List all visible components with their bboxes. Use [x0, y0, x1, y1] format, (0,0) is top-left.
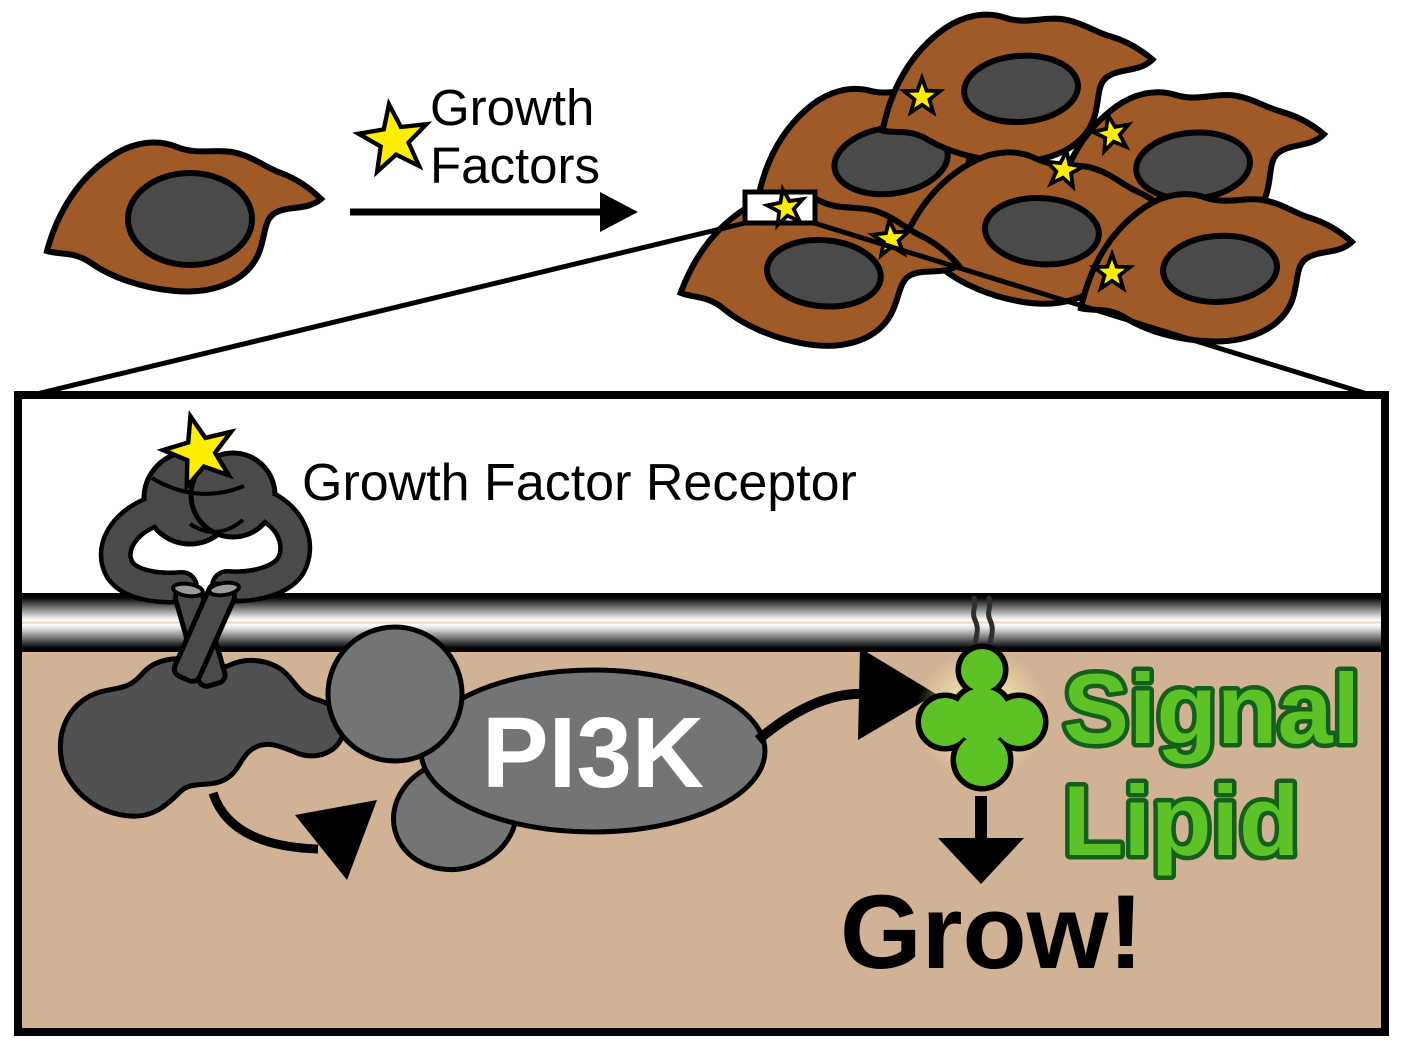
cluster-cell-bottom-middle	[896, 145, 1180, 313]
zoom-callout-line-right	[813, 220, 1378, 400]
cell-cluster	[677, 3, 1357, 357]
cluster-cell-bottom-left	[677, 185, 963, 357]
cluster-cell-nucleus	[1160, 232, 1280, 305]
receptor-lobe-right	[188, 450, 278, 540]
zoom-panel: Growth Factor Receptor PI3K	[14, 391, 1389, 1036]
receptor-label: Growth Factor Receptor	[302, 454, 857, 512]
adaptor-protein-circle	[325, 624, 465, 764]
signal-lipid-label-line1: Signal	[1063, 653, 1360, 764]
growth-factors-legend: Growth Factors	[355, 79, 600, 194]
receptor-stem-cap	[171, 581, 205, 599]
signal-lipid	[897, 595, 1067, 800]
receptor-stem-cap	[207, 580, 241, 598]
zoom-panel-border	[14, 391, 1389, 1036]
cluster-cell-nucleus	[764, 237, 884, 310]
zoom-callout-line-left	[23, 220, 746, 400]
growth-factor-receptor	[98, 407, 313, 689]
cluster-cell-nucleus	[961, 52, 1081, 125]
cluster-cell-nucleus	[982, 195, 1102, 268]
plasma-membrane	[22, 593, 1381, 652]
single-cell-nucleus	[125, 170, 255, 268]
arrow-right-icon	[350, 192, 638, 232]
growth-factors-label-line2: Factors	[430, 137, 600, 194]
curved-arrow-right-icon	[754, 648, 936, 744]
curved-arrow-left-icon	[208, 791, 377, 880]
pi3k-label: PI3K	[482, 697, 704, 809]
grow-label: Grow!	[840, 874, 1143, 991]
signal-lipid-label-line2: Lipid	[1063, 765, 1299, 876]
growth-factor-star-icon	[355, 100, 432, 174]
cluster-cell-bottom-right	[1075, 185, 1356, 348]
arrow-down-icon	[938, 796, 1024, 884]
single-cell	[47, 142, 321, 291]
cluster-cell-top	[875, 3, 1159, 171]
growth-factors-label-line1: Growth	[430, 79, 594, 136]
lipid-head	[915, 643, 1049, 792]
